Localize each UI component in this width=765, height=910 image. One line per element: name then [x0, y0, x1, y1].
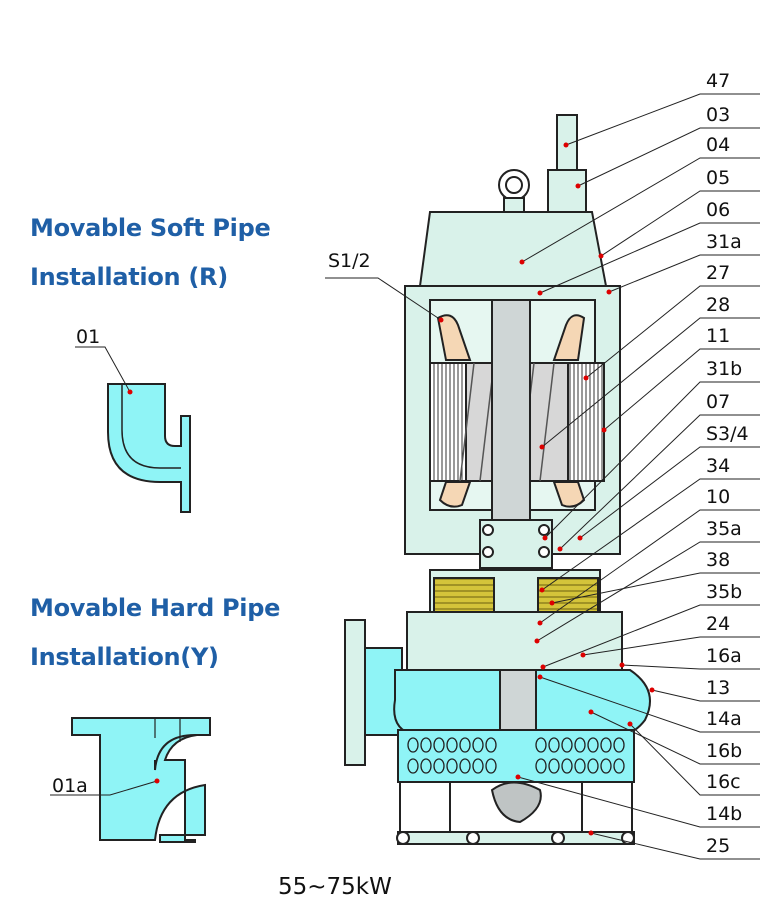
callout-marker	[540, 664, 546, 670]
callout-leader	[603, 348, 760, 431]
callout-leader	[541, 478, 760, 591]
callout-label-16c: 16c	[706, 771, 741, 793]
callout-marker	[619, 662, 625, 668]
callout-marker	[606, 289, 612, 295]
callout-marker	[537, 290, 543, 296]
power-caption: 55~75kW	[278, 874, 392, 900]
callout-marker	[549, 600, 555, 606]
callout-leaders	[515, 93, 760, 860]
callout-label-11: 11	[706, 325, 731, 347]
callout-leader	[579, 446, 760, 539]
callout-marker	[580, 652, 586, 658]
callout-marker	[588, 709, 594, 715]
callout-marker	[537, 620, 543, 626]
strainer-holes	[407, 737, 625, 774]
callout-leader	[565, 93, 760, 146]
callout-label-14a: 14a	[706, 708, 742, 730]
callout-label-06: 06	[706, 199, 731, 221]
callout-leader	[541, 317, 760, 448]
callout-leader	[521, 157, 760, 263]
callout-label-31a: 31a	[706, 231, 742, 253]
callout-marker	[542, 535, 548, 541]
soft-pipe-part-label: 01	[76, 326, 101, 348]
callout-leader	[539, 222, 760, 294]
callout-leader	[551, 572, 760, 604]
callout-label-31b: 31b	[706, 358, 743, 380]
callout-label-14b: 14b	[706, 803, 743, 825]
callout-label-34: 34	[706, 455, 731, 477]
callout-marker	[583, 375, 589, 381]
callout-marker	[601, 427, 607, 433]
callout-leader	[608, 254, 760, 293]
callout-marker	[598, 253, 604, 259]
callout-label-s3-4: S3/4	[706, 423, 749, 445]
callout-marker	[539, 587, 545, 593]
callout-label-07: 07	[706, 391, 731, 413]
soft-pipe-leader	[75, 346, 131, 393]
callout-leader	[577, 127, 760, 187]
s12-leader	[325, 277, 442, 321]
callout-marker	[627, 721, 633, 727]
callout-label-13: 13	[706, 677, 731, 699]
callout-marker	[649, 687, 655, 693]
callout-leader	[539, 509, 760, 624]
callout-label-03: 03	[706, 104, 731, 126]
hard-pipe-elbow	[71, 717, 211, 843]
callout-marker	[537, 674, 543, 680]
callout-leader	[600, 190, 760, 257]
callout-label-16a: 16a	[706, 645, 742, 667]
soft-pipe-title-line2: Installation (R)	[30, 263, 228, 291]
callout-marker	[534, 638, 540, 644]
callout-leader	[629, 723, 760, 796]
callout-leader	[536, 541, 760, 642]
callout-leader	[559, 414, 760, 550]
callout-leader	[621, 664, 760, 670]
callout-leader	[585, 285, 760, 379]
callout-label-28: 28	[706, 294, 731, 316]
callout-marker	[577, 535, 583, 541]
s12-marker	[438, 317, 444, 323]
callout-leader	[517, 776, 760, 828]
callout-label-05: 05	[706, 167, 731, 189]
callout-leader	[539, 676, 760, 733]
callout-marker	[519, 259, 525, 265]
hard-pipe-title-line2: Installation(Y)	[30, 643, 219, 671]
pump-body	[344, 114, 651, 845]
callout-label-38: 38	[706, 549, 731, 571]
callout-marker	[539, 444, 545, 450]
callout-marker	[575, 183, 581, 189]
hard-pipe-leader	[50, 780, 158, 796]
hard-pipe-marker	[154, 778, 160, 784]
callout-leader	[582, 636, 760, 656]
callout-label-47: 47	[706, 70, 731, 92]
hard-pipe-title-line1: Movable Hard Pipe	[30, 594, 281, 622]
callout-label-25: 25	[706, 835, 731, 857]
callout-marker	[588, 830, 594, 836]
soft-pipe-title-line1: Movable Soft Pipe	[30, 214, 271, 242]
callout-label-35a: 35a	[706, 518, 742, 540]
soft-pipe-marker	[127, 389, 133, 395]
callout-label-35b: 35b	[706, 581, 743, 603]
callout-leader	[542, 604, 760, 668]
soft-pipe-elbow	[107, 383, 191, 513]
callout-marker	[515, 774, 521, 780]
callout-label-24: 24	[706, 613, 731, 635]
hard-pipe-part-label: 01a	[52, 775, 88, 797]
callout-marker	[557, 546, 563, 552]
callout-label-04: 04	[706, 134, 731, 156]
callout-leader	[651, 689, 760, 702]
s12-label: S1/2	[328, 250, 371, 272]
callout-label-27: 27	[706, 262, 731, 284]
callout-leader	[590, 711, 760, 765]
callout-marker	[563, 142, 569, 148]
callout-label-10: 10	[706, 486, 731, 508]
callout-leader	[544, 381, 760, 539]
callout-leader	[590, 832, 760, 860]
callout-label-16b: 16b	[706, 740, 743, 762]
